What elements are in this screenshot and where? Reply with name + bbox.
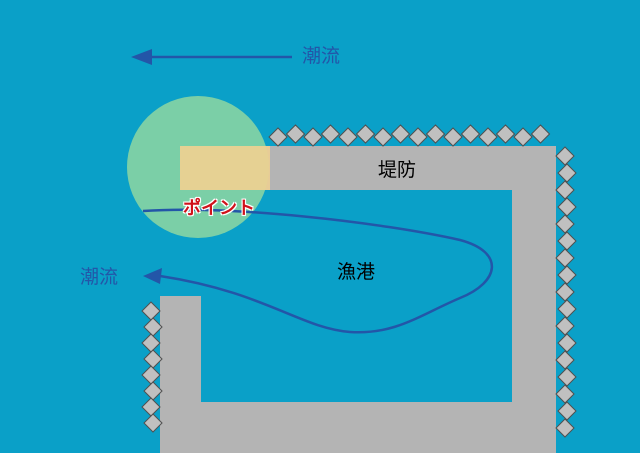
armor-block-icon: [555, 316, 575, 336]
armor-block-icon: [530, 124, 551, 144]
left-arrow-icon: [131, 49, 152, 65]
armor-block-icon: [555, 384, 575, 404]
armor-block-icon: [557, 333, 577, 353]
armor-block-icon: [495, 124, 516, 144]
point-label: ポイント: [183, 198, 255, 219]
armor-block-icon: [303, 127, 323, 147]
armor-block-icon: [557, 299, 577, 319]
armor-block-icon: [285, 124, 306, 144]
armor-block-icon: [268, 127, 288, 147]
armor-block-icon: [478, 127, 498, 147]
current-label-top: 潮流: [302, 45, 341, 67]
armor-block-icon: [555, 282, 575, 302]
armor-block-icon: [443, 127, 463, 147]
armor-block-icon: [373, 127, 393, 147]
armor-block-icon: [555, 350, 575, 370]
armor-blocks: [141, 124, 577, 438]
armor-block-icon: [555, 146, 575, 166]
breakwater-bottom-arm: [160, 402, 556, 453]
armor-block-icon: [555, 248, 575, 268]
breakwater-right-arm: [512, 146, 556, 453]
current-path: [142, 208, 494, 334]
armor-block-icon: [557, 197, 577, 217]
left-arrow-icon: [143, 268, 162, 284]
armor-block-icon: [557, 367, 577, 387]
armor-block-icon: [460, 124, 481, 144]
armor-block-icon: [513, 127, 533, 147]
breakwater: [160, 146, 556, 453]
armor-block-icon: [408, 127, 428, 147]
current-label-left: 潮流: [80, 266, 119, 288]
armor-block-icon: [355, 124, 376, 144]
armor-block-icon: [555, 214, 575, 234]
breakwater-left-arm: [160, 296, 201, 453]
armor-block-icon: [557, 265, 577, 285]
armor-block-icon: [557, 231, 577, 251]
breakwater-label: 堤防: [378, 159, 417, 181]
armor-block-icon: [143, 413, 163, 433]
armor-block-icon: [557, 401, 577, 421]
armor-block-icon: [425, 124, 446, 144]
armor-block-icon: [320, 124, 341, 144]
armor-block-icon: [555, 418, 575, 438]
armor-block-icon: [557, 163, 577, 183]
armor-block-icon: [338, 127, 358, 147]
armor-block-icon: [390, 124, 411, 144]
armor-block-icon: [555, 180, 575, 200]
harbor-label: 漁港: [337, 261, 376, 283]
point-zone: [180, 146, 270, 190]
